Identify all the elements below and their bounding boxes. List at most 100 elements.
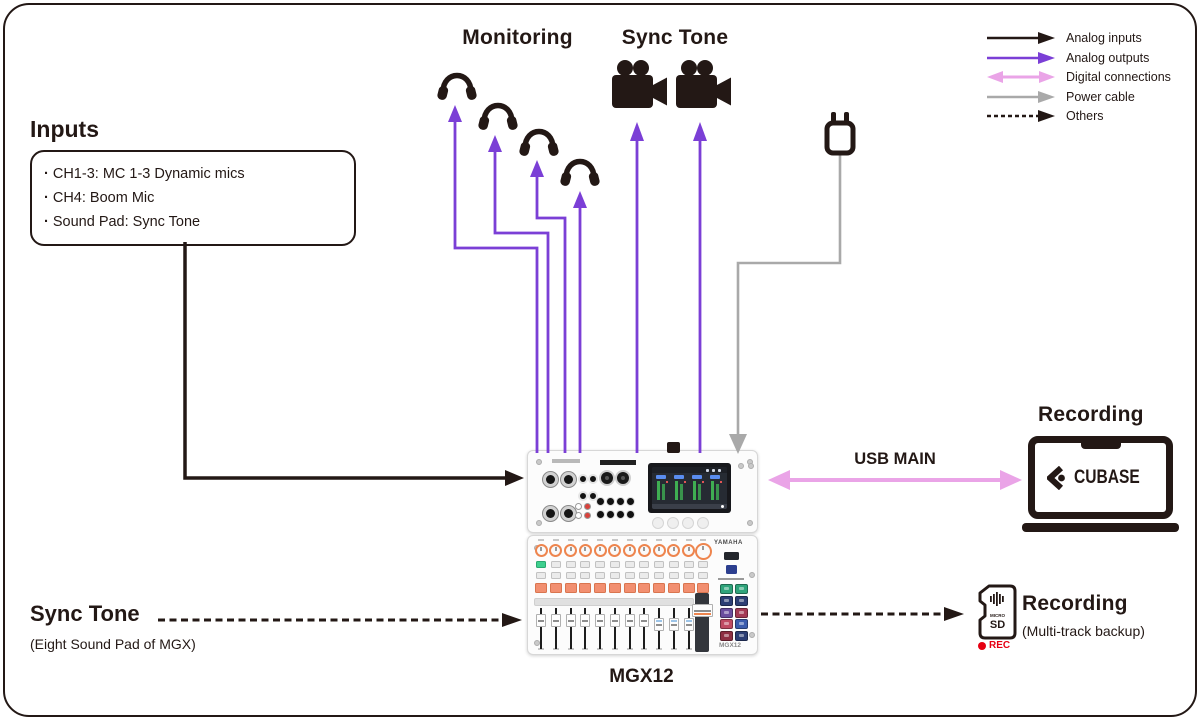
screen-header-icon — [706, 469, 709, 472]
monitoring-title: Monitoring — [450, 26, 585, 50]
sound-pad — [720, 596, 733, 606]
meter-bar — [711, 481, 714, 500]
recording-sd-subtitle: (Multi-track backup) — [1022, 623, 1145, 639]
meter-peak — [720, 481, 722, 483]
mixer-panel-model-label: MGX12 — [719, 642, 741, 649]
fader-cap — [684, 618, 694, 631]
channel-tick — [700, 539, 706, 541]
channel-button — [566, 561, 576, 568]
xlr-pin — [546, 475, 555, 484]
analog-input-arrowhead — [505, 470, 524, 486]
power-line — [738, 152, 840, 434]
pad-button — [609, 583, 621, 593]
sound-pad — [735, 584, 748, 594]
xlr-input-jack — [542, 471, 559, 488]
fader-cap-stripe — [686, 620, 692, 622]
fader-cap — [551, 614, 561, 627]
gain-knob — [667, 544, 680, 557]
recording-sd-title: Recording — [1022, 592, 1128, 616]
channel-button — [551, 572, 561, 579]
mixer-top-panel: YAMAHA MGX12 — [527, 535, 758, 655]
legend-row-analog-outputs: Analog outputs — [985, 51, 1171, 66]
usb-main-label: USB MAIN — [845, 450, 945, 469]
meter-bar — [675, 481, 678, 500]
channel-button — [536, 561, 546, 568]
inputs-item: CH4: Boom Mic — [44, 186, 340, 210]
channel-button — [625, 572, 635, 579]
power-switch — [667, 442, 680, 453]
inputs-title: Inputs — [30, 116, 99, 143]
xlr-pin — [564, 509, 573, 518]
micro-sd-card-icon: MICRO SD — [975, 584, 1019, 642]
xlr-pin — [621, 476, 625, 480]
legend-label: Others — [1066, 109, 1104, 123]
sound-pad — [720, 608, 733, 618]
legend-row-analog-inputs: Analog inputs — [985, 31, 1171, 46]
phone-jack — [578, 474, 588, 484]
gain-knob — [564, 544, 577, 557]
channel-chip — [656, 475, 666, 479]
legend-label: Digital connections — [1066, 70, 1171, 84]
section-label — [718, 578, 744, 580]
mixer-rear-panel — [527, 450, 758, 533]
meter-bar — [680, 484, 683, 500]
channel-button — [669, 561, 679, 568]
laptop-base — [1022, 523, 1179, 532]
inputs-box: CH1-3: MC 1-3 Dynamic mics CH4: Boom Mic… — [30, 150, 356, 246]
channel-tick — [597, 539, 603, 541]
analog-output-arrow-icon — [985, 51, 1057, 65]
scribble-strip — [534, 598, 694, 606]
screen-bottom-dot — [721, 505, 724, 508]
channel-button — [580, 561, 590, 568]
channel-tick — [568, 539, 574, 541]
screw — [748, 463, 754, 469]
meter-peak — [666, 481, 668, 483]
legend-label: Analog inputs — [1066, 31, 1142, 45]
rca-jack — [584, 503, 591, 510]
xlr-input-jack — [560, 471, 577, 488]
xlr-pin — [564, 475, 573, 484]
legend-row-others: Others — [985, 109, 1171, 124]
digital-arrow-icon — [985, 70, 1057, 84]
line-out-jack — [626, 497, 635, 506]
meter-bar — [716, 484, 719, 500]
channel-tick — [641, 539, 647, 541]
legend-row-digital: Digital connections — [985, 70, 1171, 85]
channel-button — [595, 561, 605, 568]
gain-knob — [594, 544, 607, 557]
cubase-logo: CUBASE — [1035, 443, 1166, 512]
sync-tone-top-title: Sync Tone — [612, 26, 738, 50]
sync-tone-bottom-subtitle: (Eight Sound Pad of MGX) — [30, 636, 196, 652]
fader-cap-stripe — [671, 620, 677, 622]
power-plug-icon — [824, 112, 856, 158]
channel-button — [684, 572, 694, 579]
xlr-output-jack — [615, 470, 631, 486]
pad-button — [653, 583, 665, 593]
screw — [738, 463, 744, 469]
gain-knob — [623, 544, 636, 557]
sound-pad — [735, 596, 748, 606]
meter-bar — [698, 484, 701, 500]
cubase-chevron-icon — [1047, 466, 1067, 490]
screw — [536, 459, 542, 465]
rca-jack — [584, 512, 591, 519]
channel-button — [698, 561, 708, 568]
pad-button — [683, 583, 695, 593]
channel-tick — [686, 539, 692, 541]
rear-knob — [667, 517, 679, 529]
meter-peak — [702, 481, 704, 483]
cubase-laptop: CUBASE — [1028, 436, 1173, 519]
gain-knob — [682, 544, 695, 557]
fader-cap — [566, 614, 576, 627]
sound-pad — [720, 619, 733, 629]
legend-row-power: Power cable — [985, 90, 1171, 105]
master-fader-strip — [695, 593, 709, 652]
line-out-jack — [596, 510, 605, 519]
line-out-jack — [596, 497, 605, 506]
master-fader-cap — [692, 604, 713, 617]
channel-button — [654, 561, 664, 568]
pad-button — [550, 583, 562, 593]
channel-button — [536, 572, 546, 579]
xlr-pin — [605, 476, 609, 480]
